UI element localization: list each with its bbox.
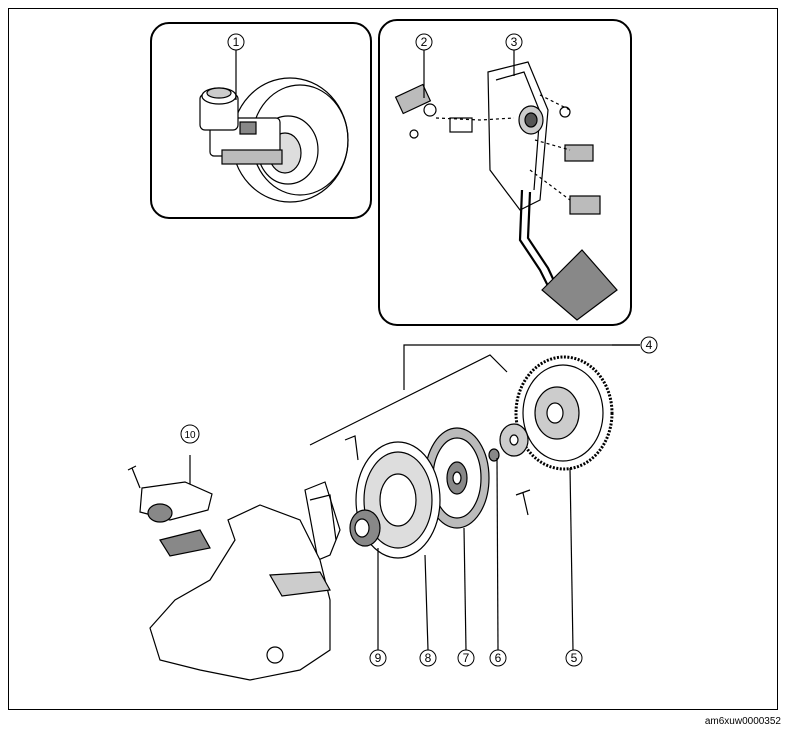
callout-9: 9 — [375, 651, 382, 665]
release-cylinder-icon — [139, 455, 213, 523]
image-code: am6xuw0000352 — [704, 716, 781, 727]
release-fork-icon — [304, 481, 341, 561]
callout-7: 7 — [463, 651, 470, 665]
callout-3: 3 — [511, 35, 518, 49]
callout-1: 1 — [233, 35, 240, 49]
clevis-pushrod-icon — [394, 83, 473, 139]
callout-markers: 1 2 3 4 5 6 7 8 9 10 — [180, 33, 658, 667]
master-cylinder-icon — [199, 87, 283, 165]
transmission-icon — [149, 504, 331, 681]
clutch-pedal-icon — [487, 61, 618, 321]
inset-master-cylinder — [150, 22, 372, 219]
pedal-switch-icons — [559, 106, 601, 215]
callout-4: 4 — [646, 338, 653, 352]
clutch-disc-icon — [424, 427, 490, 529]
callout-8: 8 — [425, 651, 432, 665]
callout-6: 6 — [495, 651, 502, 665]
release-bearing-icon — [349, 509, 381, 547]
pilot-bearing-icon — [488, 423, 529, 462]
callout-10: 10 — [184, 430, 196, 441]
callout-2: 2 — [421, 35, 428, 49]
diagram-frame — [8, 8, 778, 710]
brake-booster-icon — [231, 77, 349, 203]
inset-clutch-pedal — [378, 19, 632, 326]
clutch-cover-icon — [355, 441, 441, 559]
flywheel-icon — [514, 355, 614, 471]
callout-5: 5 — [571, 651, 578, 665]
bolt-icons — [127, 435, 531, 516]
